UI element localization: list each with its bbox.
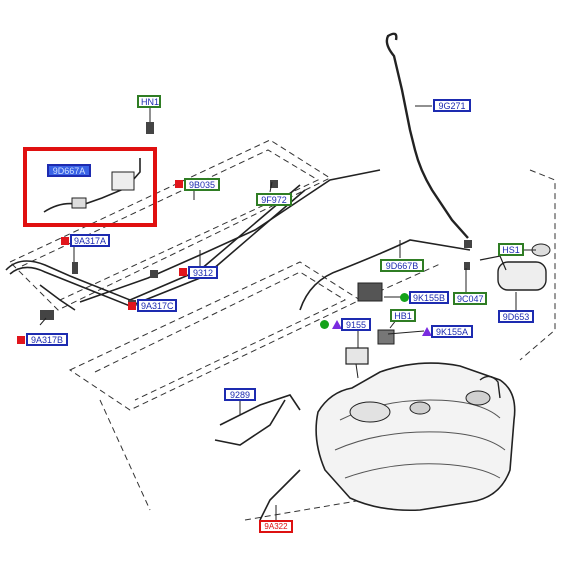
callout-9C047[interactable]: 9C047: [453, 292, 487, 305]
red-square-marker: [175, 180, 183, 188]
filler-pipe: [385, 32, 469, 239]
callout-9A317C[interactable]: 9A317C: [137, 299, 177, 312]
callout-9A322[interactable]: 9A322: [259, 520, 293, 533]
callout-9A317A[interactable]: 9A317A: [70, 234, 110, 247]
callout-9D653[interactable]: 9D653: [498, 310, 534, 323]
red-square-marker: [179, 268, 187, 276]
callout-9K155B[interactable]: 9K155B: [409, 291, 449, 304]
callout-HN1[interactable]: HN1: [137, 95, 161, 108]
purple-triangle-marker: [332, 320, 342, 329]
callout-9D667A[interactable]: 9D667A: [47, 164, 91, 177]
callout-HS1[interactable]: HS1: [498, 243, 524, 256]
red-square-marker: [17, 336, 25, 344]
callout-9289[interactable]: 9289: [224, 388, 256, 401]
red-square-marker: [61, 237, 69, 245]
red-square-marker: [128, 302, 136, 310]
green-circle-marker: [320, 320, 329, 329]
fuel-lines: [5, 169, 471, 521]
selected-part-highlight: [23, 147, 157, 227]
callout-HB1[interactable]: HB1: [390, 309, 416, 322]
callout-9D667B[interactable]: 9D667B: [380, 259, 424, 272]
callout-9K155A[interactable]: 9K155A: [431, 325, 473, 338]
canister-9D653: [479, 243, 551, 291]
callout-9B035[interactable]: 9B035: [184, 178, 220, 191]
callout-9312[interactable]: 9312: [188, 266, 218, 279]
connector-9K155B: [357, 282, 395, 345]
callout-9A317B[interactable]: 9A317B: [26, 333, 68, 346]
purple-triangle-marker: [422, 327, 432, 336]
callout-9F972[interactable]: 9F972: [256, 193, 292, 206]
fuel-filter-9155: [345, 347, 369, 379]
callout-9155[interactable]: 9155: [341, 318, 371, 331]
part-9D667A-detail: [43, 158, 141, 213]
fuel-tank: [315, 362, 516, 512]
green-circle-marker: [400, 293, 409, 302]
callout-9G271[interactable]: 9G271: [433, 99, 471, 112]
